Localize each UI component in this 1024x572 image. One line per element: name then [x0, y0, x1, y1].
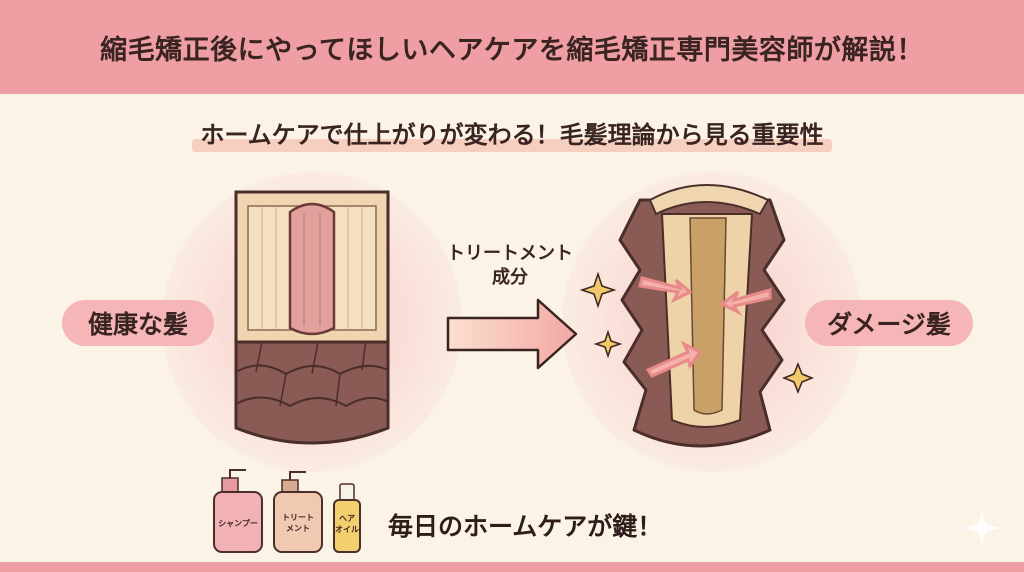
sparkle-watermark-icon	[964, 510, 1000, 546]
page-title: 縮毛矯正後にやってほしいヘアケアを縮毛矯正専門美容師が解説！	[100, 34, 924, 66]
subtitle-wrap: ホームケアで仕上がりが変わる！毛髪理論から見る重要性	[0, 110, 1024, 154]
header-banner: 縮毛矯正後にやってほしいヘアケアを縮毛矯正専門美容師が解説！	[0, 0, 1024, 94]
arrow-label-line2: 成分	[492, 267, 528, 288]
footer-text: 毎日のホームケアが鍵！	[388, 512, 663, 541]
bottom-bar	[0, 562, 1024, 572]
penetration-arrows	[638, 276, 772, 378]
treatment-label-2: メント	[286, 524, 310, 533]
subtitle: ホームケアで仕上がりが変わる！毛髪理論から見る重要性	[192, 115, 832, 152]
arrow-label-line1: トリートメント	[447, 243, 573, 264]
healthy-hair-label: 健康な髪	[62, 300, 214, 346]
bottle-icon	[213, 469, 361, 553]
shampoo-label: シャンプー	[218, 518, 258, 528]
sparkle-icon	[579, 271, 815, 395]
damaged-hair-label: ダメージ髪	[805, 300, 973, 346]
arrow-right-icon	[446, 298, 578, 370]
healthy-hair-illustration	[234, 190, 390, 445]
oil-label-1: ヘア	[339, 514, 355, 523]
treatment-arrow-label: トリートメント 成分	[420, 242, 600, 290]
treatment-label-1: トリート	[282, 513, 314, 522]
oil-label-2: オイル	[335, 525, 359, 534]
damaged-hair-illustration	[618, 184, 786, 448]
